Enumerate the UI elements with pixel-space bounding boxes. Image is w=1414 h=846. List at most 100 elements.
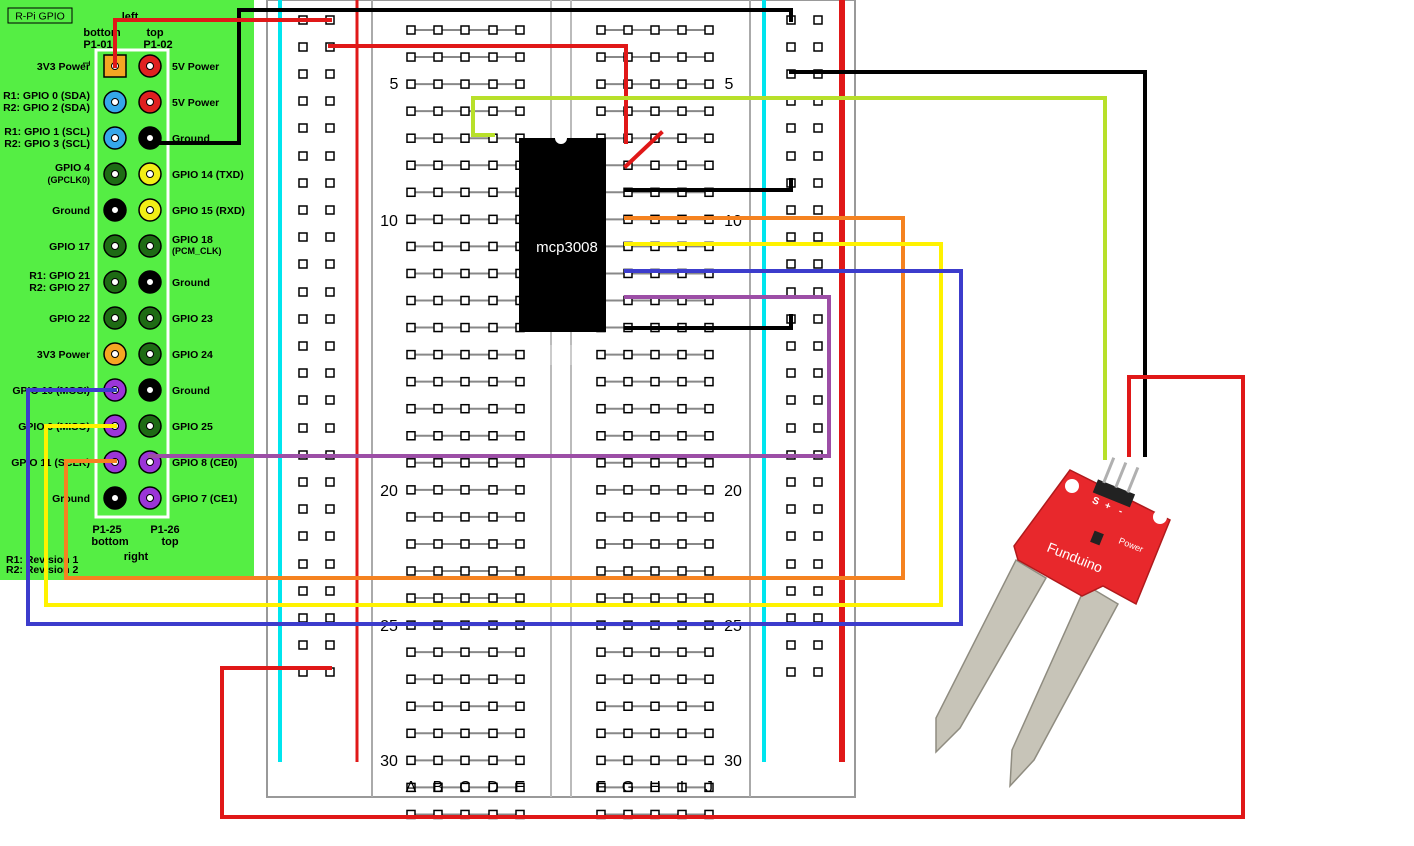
breadboard-hole [677,485,687,495]
breadboard-hole [596,25,606,35]
breadboard-hole [623,728,633,739]
breadboard-hole [460,268,470,279]
breadboard-hole [488,160,498,170]
gpio-right-label: (PCM_CLK) [172,246,222,256]
breadboard-hole [406,458,416,468]
breadboard-hole [515,701,525,711]
breadboard-hole [406,52,416,62]
breadboard-hole [596,782,606,793]
breadboard-hole [406,376,416,387]
breadboard-hole [704,674,714,684]
rail-hole [325,341,335,351]
rail-hole [298,69,308,79]
breadboard-hole [460,349,470,360]
col1-bottom-pin: P1-25 [92,524,121,536]
breadboard-hole [704,133,714,143]
gpio-pin-hole [111,206,119,214]
gpio-left-label: Ground [52,205,90,217]
rail-hole [325,640,335,650]
rail-hole [298,123,308,133]
breadboard-hole [406,647,416,657]
breadboard-hole [596,593,606,603]
rail-hole [786,640,796,650]
breadboard-hole [677,106,687,116]
breadboard-hole [460,187,470,198]
wire-black-sensor-ground [789,70,1147,457]
rail-hole [325,559,335,569]
breadboard-hole [650,376,660,387]
rail-hole [813,341,823,351]
row-label-5-left: 5 [390,76,399,93]
gpio-pin-hole [146,134,154,142]
breadboard-hole [460,728,470,739]
rail-hole [325,395,335,405]
breadboard-hole [677,566,687,576]
row-label-10-right: 10 [724,213,742,230]
breadboard-hole [488,403,498,414]
gpio-right-label: GPIO 25 [172,421,213,433]
wires [26,8,1245,819]
breadboard-hole [460,593,470,603]
rail-hole [786,368,796,378]
breadboard-hole [704,755,714,766]
breadboard-hole [704,539,714,549]
gpio-pin-hole [111,134,119,142]
rail-hole [786,341,796,351]
breadboard-hole [596,755,606,766]
breadboard-hole [406,593,416,603]
breadboard-hole [460,458,470,468]
sensor-pin-header: S + - [1090,457,1140,517]
gpio-right-label: Ground [172,277,210,289]
breadboard-hole [623,593,633,603]
breadboard-hole [704,701,714,711]
breadboard-hole [488,566,498,576]
breadboard-hole [433,322,443,333]
breadboard-hole [515,106,525,116]
sensor-pin-label-minus: - [1117,506,1124,517]
breadboard-hole [488,647,498,657]
breadboard-hole [596,485,606,495]
rail-hole [786,423,796,433]
breadboard-hole [596,674,606,684]
breadboard-hole [433,214,443,225]
breadboard-hole [433,376,443,387]
row-label-10-left: 10 [380,213,398,230]
gpio-right-label: 5V Power [172,61,219,73]
breadboard-hole [433,539,443,549]
rail-hole [813,640,823,650]
breadboard-hole [433,647,443,657]
rail-hole [813,395,823,405]
breadboard-hole [406,214,416,225]
breadboard-hole [488,106,498,116]
gpio-left-label: Ground [52,493,90,505]
breadboard-hole [406,106,416,116]
breadboard-hole [406,782,416,793]
row-label-20-left: 20 [380,483,398,500]
gpio-panel-background [0,0,254,580]
rail-hole [298,341,308,351]
rail-hole [786,151,796,161]
revision-1-label: R1: Revision 1 [6,554,79,566]
breadboard-hole [460,755,470,766]
gpio-left-label: GPIO 4 [55,162,90,174]
breadboard-hole [596,647,606,657]
breadboard-hole [704,25,714,35]
breadboard-hole [650,566,660,576]
rail-hole [325,123,335,133]
breadboard-hole [623,701,633,711]
rail-hole [298,613,308,623]
rail-hole [298,559,308,569]
gpio-panel: R-Pi GPIO left bottom top P1-01 P1-02 1 … [0,0,254,580]
column-label: F [596,779,606,796]
sensor-probe-right [1009,583,1120,789]
breadboard-hole [406,431,416,441]
breadboard-hole [406,322,416,333]
breadboard-hole [488,782,498,793]
rail-hole [786,477,796,487]
gpio-right-label: GPIO 8 (CE0) [172,457,237,469]
breadboard-hole [460,512,470,522]
breadboard-hole [406,674,416,684]
breadboard-hole [677,431,687,441]
breadboard-hole [704,106,714,116]
